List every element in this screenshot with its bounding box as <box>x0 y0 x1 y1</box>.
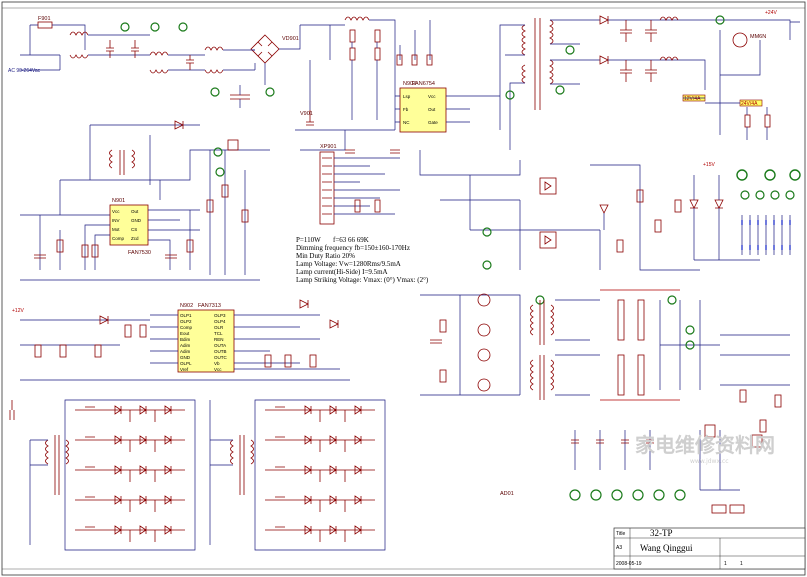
ic-n901-pin-l3: Mot <box>112 227 120 232</box>
ac-input-section: F901 AC 90-264Vac VD901 <box>8 16 301 108</box>
ic-n902-pin-r3: OLR <box>214 325 224 330</box>
ic-n902-pin-l2: OLP2 <box>180 319 192 324</box>
ic-n902-pin-r4: TCL <box>214 331 223 336</box>
tb-sheet-of: 1 <box>740 561 743 567</box>
ccfl-bank-label-a: AD01 <box>500 491 514 497</box>
ic-n903-pin-l3: NC <box>403 120 410 125</box>
ic-n902-pin-l10: Vref <box>180 367 189 372</box>
ic-n901-part: FAN7530 <box>128 250 151 256</box>
ic-n901-pin-r2: GND <box>131 218 142 223</box>
ic-n903-pin-r3: Gate <box>428 120 438 125</box>
ic-n902-ref: N902 <box>180 303 193 309</box>
ic-n902-block: N902 FAN7313 OLP1 OLP2 Comp Eout Bdim Ad… <box>9 299 350 420</box>
bank-diode-row <box>75 525 185 542</box>
ic-n901-block: N901 FAN7530 Vcc INV Mot Comp Out GND CS… <box>20 120 270 281</box>
spec-striking: Lamp Striking Voltage: Vmax: (0°) Vmax: … <box>296 276 429 284</box>
ic-n902-pin-l8: GND <box>180 355 191 360</box>
ic-n902-part: FAN7313 <box>198 303 221 309</box>
ic-n902-pin-l6: Adim <box>180 343 191 348</box>
ic-n902-pin-r6: OUTA <box>214 343 226 348</box>
pfc-section: V901 <box>295 16 396 151</box>
rail-15v-label: +15V <box>703 162 715 168</box>
ic-n902-pin-l9: OLPL <box>180 361 192 366</box>
ic-n902-pin-l5: Bdim <box>180 337 191 342</box>
ic-n902-pin-l3: Comp <box>180 325 193 330</box>
ic-n903-ref: N903 <box>403 81 416 87</box>
tb-title-caption: Title <box>616 531 625 537</box>
bridge-label: VD901 <box>282 36 299 42</box>
ic-n902-pin-r1: OLP3 <box>214 313 226 318</box>
title-block: Title 32-TP Wang Qinggui A3 2008-05-19 1… <box>613 527 806 570</box>
bank-diode-row <box>75 465 185 482</box>
ic-n902-pin-l1: OLP1 <box>180 313 192 318</box>
ic-n903-pin-l2: Fb <box>403 107 409 112</box>
bottom-misc: AD01 <box>500 424 763 514</box>
tb-title: 32-TP <box>650 528 673 538</box>
fuse-symbol <box>37 21 53 29</box>
spec-lamp-current: Lamp current(Hi-Side) I=9.5mA <box>296 268 388 276</box>
fuse-label: F901 <box>38 16 51 22</box>
ic-n903-part: FAN6754 <box>412 81 435 87</box>
bank-diode-row <box>265 525 375 542</box>
ac-input-label: AC 90-264Vac <box>8 68 41 74</box>
ic-n901-pin-l1: Vcc <box>112 209 120 214</box>
ic-n902-pin-r10: Vcc <box>214 367 222 372</box>
spec-dimming: Dimming frequency fb=150±160-170Hz <box>296 244 410 252</box>
net-24v-label: +24V <box>765 10 777 16</box>
ic-n902-pin-r9: Vb <box>214 361 220 366</box>
ic-n902-pin-r8: OUTC <box>214 355 227 360</box>
ic-n902-pin-r7: OUTB <box>214 349 227 354</box>
spec-freq: f=63 66 69K <box>333 236 369 244</box>
spec-lamp-voltage: Lamp Voltage: Vw=1280Rms/9.5mA <box>296 260 401 268</box>
out-12v-flag: 12V/4A <box>684 96 701 102</box>
bank-diode-row <box>265 465 375 482</box>
ccfl-bank-right <box>209 399 386 551</box>
connector-label: XP901 <box>320 144 337 150</box>
tb-size: A3 <box>616 545 622 551</box>
bank-diode-row <box>265 405 375 422</box>
connector-xp901: XP901 <box>319 144 400 225</box>
tb-designer: Wang Qinggui <box>640 543 693 553</box>
pfc-fet-label: V901 <box>300 111 313 117</box>
tb-date: 2008-05-19 <box>616 561 642 567</box>
ic-n903: N903 FAN6754 Lsp Fb NC Vcc Out Gate <box>395 20 470 133</box>
spec-duty: Min Duty Ratio 20% <box>296 252 355 260</box>
ic-n901-pin-r3: CS <box>131 227 137 232</box>
watermark-url: www.jdwx.cc <box>690 458 729 465</box>
bank-diode-row <box>75 495 185 512</box>
out-24v-flag: 24V/4A <box>741 101 758 107</box>
ic-n903-pin-r1: Vcc <box>428 94 436 99</box>
inverter-drive <box>420 289 790 433</box>
ic-n901-pin-r1: Out <box>131 209 139 214</box>
feedback-section: +15V <box>419 150 760 305</box>
spec-power: P=110W <box>296 236 321 244</box>
ic-n903-pin-r2: Out <box>428 107 436 112</box>
ic-n902-pin-l4: Eout <box>180 331 190 336</box>
tb-sheet: 1 <box>724 561 727 567</box>
ic-n901-pin-l2: INV <box>112 218 120 223</box>
ic-n901-ref: N901 <box>112 198 125 204</box>
output-section: 12V/4A 24V/4A +24V MM6N <box>470 10 800 150</box>
mounting-holes <box>736 169 801 255</box>
ic-n902-pin-r2: OLP4 <box>214 319 226 324</box>
ic-n902-pin-l7: Adim <box>180 349 191 354</box>
bank-diode-row <box>265 435 375 452</box>
ic-n901-pin-r4: Zcd <box>131 236 139 241</box>
watermark: 家电维修资料网 www.jdwx.cc <box>635 433 775 465</box>
bank-diode-row <box>265 495 375 512</box>
ccfl-bank-left <box>29 399 196 551</box>
ic-n901-pin-l4: Comp <box>112 236 125 241</box>
ic-n903-pin-l1: Lsp <box>403 94 411 99</box>
ccfl-diode-rows <box>75 405 375 542</box>
net-12v-label: +12V <box>12 308 24 314</box>
watermark-brand: 家电维修资料网 <box>635 433 775 457</box>
ic-n902-pin-r5: REN <box>214 337 224 342</box>
relay-label: MM6N <box>750 34 766 40</box>
spec-block: P=110W f=63 66 69K Dimming frequency fb=… <box>296 236 429 284</box>
bank-diode-row <box>75 405 185 422</box>
bank-diode-row <box>75 435 185 452</box>
